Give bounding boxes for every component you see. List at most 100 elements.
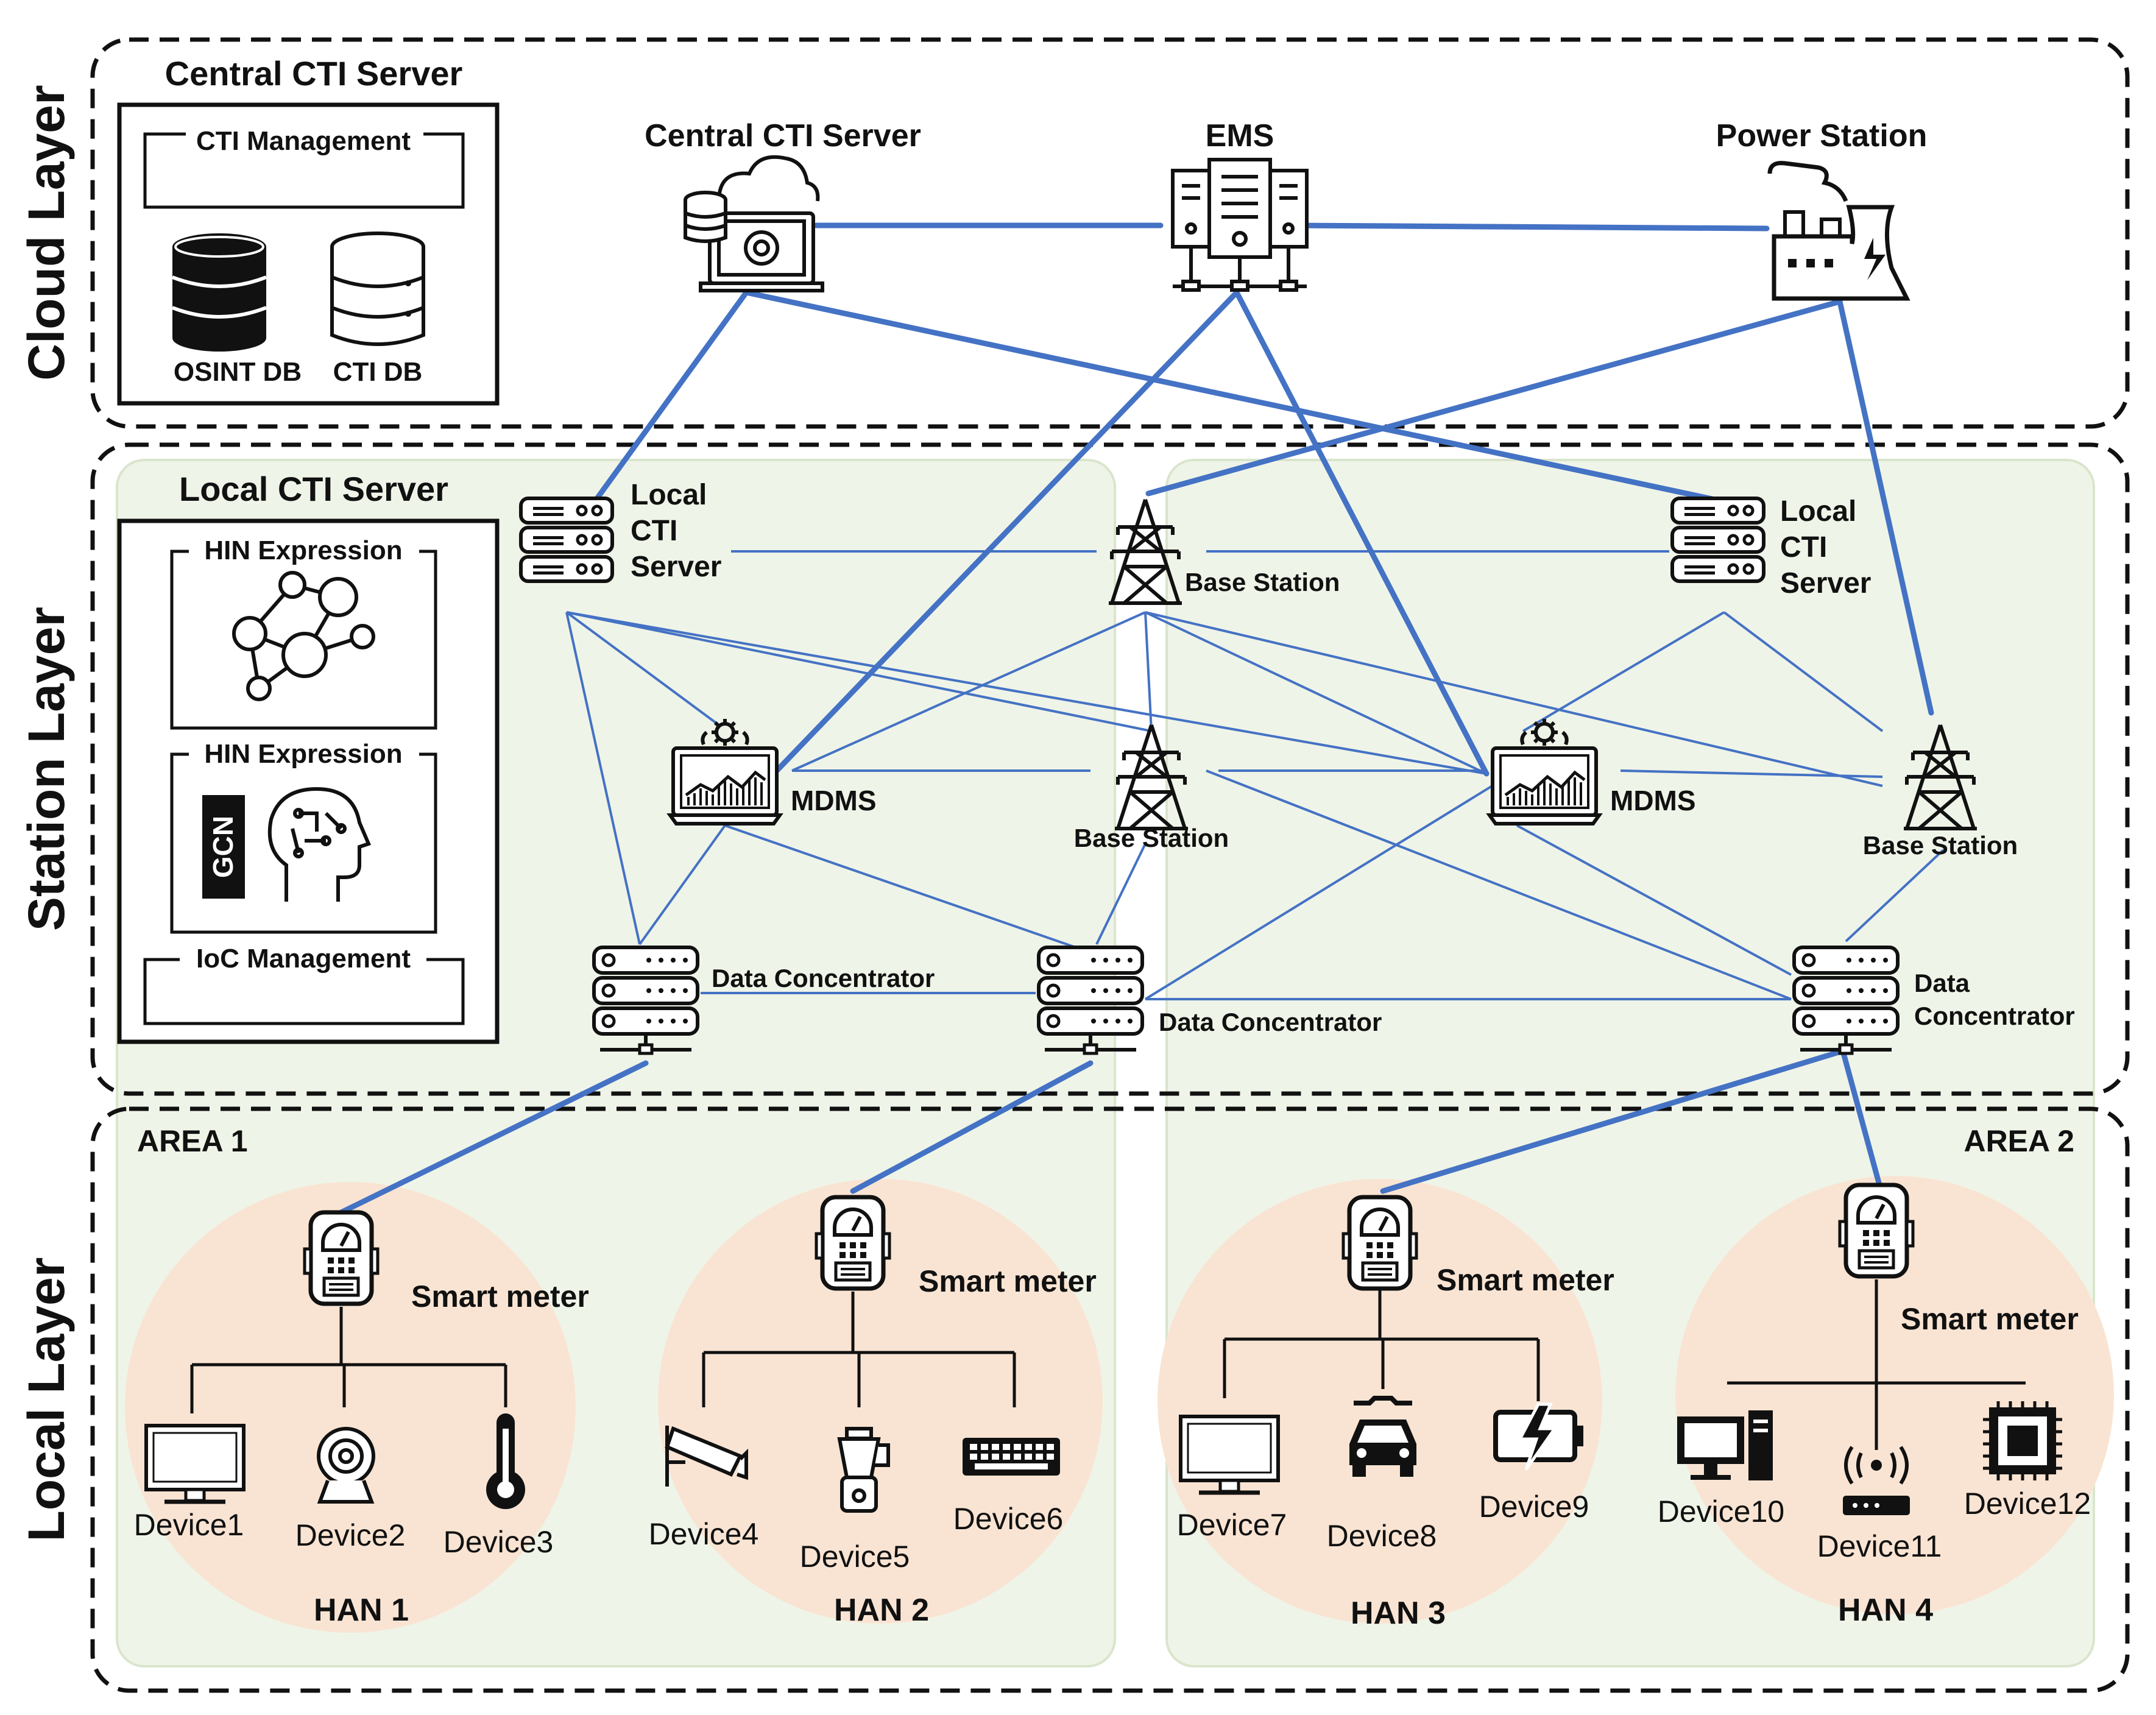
- hin-expression-2-label: HIN Expression: [204, 739, 402, 769]
- han-3: Smart meter Device7 Device8 Device9 HAN …: [1177, 1197, 1614, 1631]
- cti-db-label: CTI DB: [333, 357, 423, 387]
- data-concentrator-3-line1: Data: [1914, 969, 1970, 997]
- battery-charging-icon: [1493, 1402, 1583, 1471]
- cti-db-icon: [330, 232, 425, 346]
- device-10-label: Device10: [1658, 1494, 1784, 1529]
- hin-expression-1-label: HIN Expression: [204, 536, 402, 565]
- device-8-label: Device8: [1327, 1519, 1437, 1553]
- han-4-label: HAN 4: [1838, 1593, 1933, 1628]
- local-cti-server-1-line1: Local: [631, 479, 707, 511]
- local-cti-server-1[interactable]: Local CTI Server: [521, 479, 721, 583]
- local-cti-server-1-line2: CTI: [631, 515, 677, 547]
- data-concentrator-2[interactable]: Data Concentrator: [1039, 947, 1382, 1053]
- desktop-computer-icon: [1677, 1410, 1773, 1480]
- han-1-circle: [125, 1182, 576, 1633]
- device-9-label: Device9: [1479, 1490, 1589, 1524]
- power-plant-icon: [1767, 161, 1910, 301]
- ioc-management-label: IoC Management: [196, 944, 411, 974]
- han-2: Smart meter: [649, 1197, 1097, 1628]
- mdms-1[interactable]: MDMS: [670, 719, 877, 824]
- device-12-label: Device12: [1964, 1487, 2091, 1521]
- central-cti-server-label: Central CTI Server: [645, 118, 921, 154]
- han-2-label: HAN 2: [834, 1593, 929, 1628]
- cloud-layer-label: Cloud Layer: [18, 85, 75, 380]
- mdms-2-label: MDMS: [1610, 785, 1696, 816]
- central-cti-panel: Central CTI Server CTI Management OSINT …: [117, 54, 500, 406]
- han-2-circle: [658, 1179, 1103, 1624]
- cloud-server-icon: [684, 155, 824, 292]
- data-concentrator-1[interactable]: Data Concentrator: [594, 947, 935, 1053]
- server-rack-icon: [1171, 158, 1309, 292]
- power-station-label: Power Station: [1716, 118, 1928, 154]
- smart-meter-1-label: Smart meter: [411, 1279, 589, 1314]
- gcn-label: GCN: [207, 816, 239, 878]
- ai-head-icon: [267, 787, 372, 902]
- station-layer-frame: [90, 442, 2130, 1096]
- mdms-2[interactable]: MDMS: [1490, 719, 1696, 824]
- keyboard-icon: [963, 1438, 1060, 1476]
- webcam-icon: [317, 1427, 375, 1504]
- local-layer-frame: [90, 1106, 2130, 1693]
- thermometer-icon: [486, 1413, 525, 1509]
- device-1-label: Device1: [134, 1508, 244, 1542]
- osint-db-icon: [171, 233, 267, 352]
- base-station-middle-label: Base Station: [1074, 824, 1229, 852]
- ems-node[interactable]: EMS: [1171, 118, 1309, 292]
- network-graph-icon: [232, 571, 375, 701]
- local-cti-server-2[interactable]: Local CTI Server: [1672, 495, 1871, 599]
- local-cti-panel: Local CTI Server HIN Expression HIN Expr…: [117, 470, 500, 1044]
- cti-management-label: CTI Management: [196, 126, 411, 156]
- han-3-label: HAN 3: [1351, 1596, 1446, 1631]
- ems-label: EMS: [1206, 118, 1274, 154]
- smart-meter-icon[interactable]: [1840, 1185, 1913, 1276]
- router-icon: [1843, 1446, 1910, 1515]
- processor-chip-icon: [1983, 1401, 2062, 1480]
- smart-meter-icon[interactable]: [305, 1212, 378, 1304]
- smart-meter-icon[interactable]: [816, 1197, 889, 1289]
- local-layer-label: Local Layer: [18, 1257, 75, 1542]
- thick-links: [338, 222, 1934, 1215]
- device-4-label: Device4: [649, 1517, 759, 1551]
- local-cti-server-2-line2: CTI: [1780, 531, 1827, 564]
- smart-meter-icon[interactable]: [1343, 1197, 1416, 1289]
- han-4: Smart meter: [1658, 1185, 2091, 1628]
- local-cti-server-1-line3: Server: [631, 551, 721, 583]
- base-station-right-label: Base Station: [1863, 831, 2018, 860]
- smart-meter-2-label: Smart meter: [919, 1264, 1097, 1298]
- security-camera-icon: [665, 1426, 748, 1487]
- car-service-icon: [1349, 1396, 1416, 1477]
- base-station-middle[interactable]: Base Station: [1074, 725, 1229, 852]
- han-4-circle: [1675, 1176, 2114, 1614]
- data-concentrator-3-line2: Concentrator: [1914, 1002, 2075, 1030]
- smart-meter-3-label: Smart meter: [1437, 1263, 1614, 1297]
- data-concentrator-3[interactable]: Data Concentrator: [1794, 947, 2075, 1053]
- han-3-circle: [1158, 1179, 1602, 1624]
- monitor-icon: [1181, 1416, 1278, 1493]
- gcn-badge: [202, 795, 245, 899]
- device-3-label: Device3: [444, 1525, 554, 1559]
- area-1-label: AREA 1: [137, 1124, 248, 1158]
- device-11-label: Device11: [1817, 1529, 1942, 1563]
- base-station-top[interactable]: Base Station: [1109, 500, 1340, 603]
- power-station-node[interactable]: Power Station: [1716, 118, 1928, 301]
- station-layer-label: Station Layer: [18, 607, 75, 931]
- device-2-label: Device2: [295, 1518, 406, 1552]
- monitor-icon: [146, 1426, 244, 1502]
- smart-meter-4-label: Smart meter: [1901, 1302, 2079, 1336]
- base-station-right[interactable]: Base Station: [1863, 725, 2018, 860]
- data-concentrator-2-label: Data Concentrator: [1159, 1008, 1382, 1036]
- central-cti-panel-title: Central CTI Server: [165, 54, 463, 93]
- mdms-1-label: MDMS: [791, 785, 877, 816]
- area-2-label: AREA 2: [1963, 1124, 2074, 1158]
- data-concentrator-1-label: Data Concentrator: [712, 964, 935, 992]
- blender-icon: [837, 1427, 890, 1513]
- central-cti-server-node[interactable]: Central CTI Server: [645, 118, 921, 292]
- han-1: Smart meter Device1 Device2 Device3 HAN …: [134, 1212, 589, 1628]
- thin-links: [565, 550, 1945, 1000]
- local-cti-server-2-line1: Local: [1780, 495, 1856, 528]
- device-7-label: Device7: [1177, 1508, 1287, 1542]
- device-6-label: Device6: [953, 1502, 1064, 1536]
- cloud-layer-frame: [90, 37, 2130, 429]
- base-station-top-label: Base Station: [1185, 568, 1340, 596]
